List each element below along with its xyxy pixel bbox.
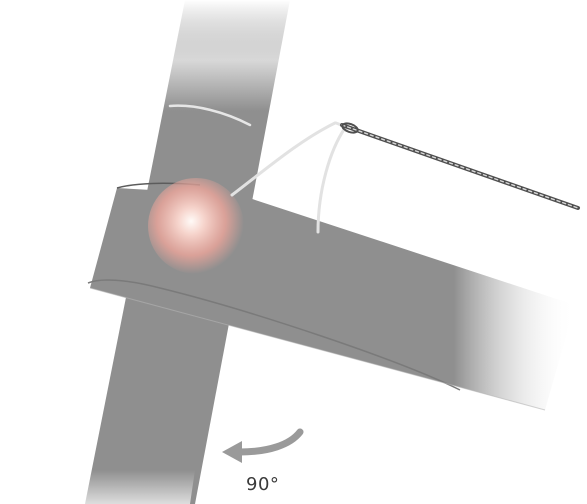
joint-hotspot xyxy=(148,178,244,274)
rotation-angle-label: 90° xyxy=(246,474,279,495)
curved-arrow-left-icon xyxy=(222,432,300,463)
needle-icon xyxy=(341,122,578,208)
